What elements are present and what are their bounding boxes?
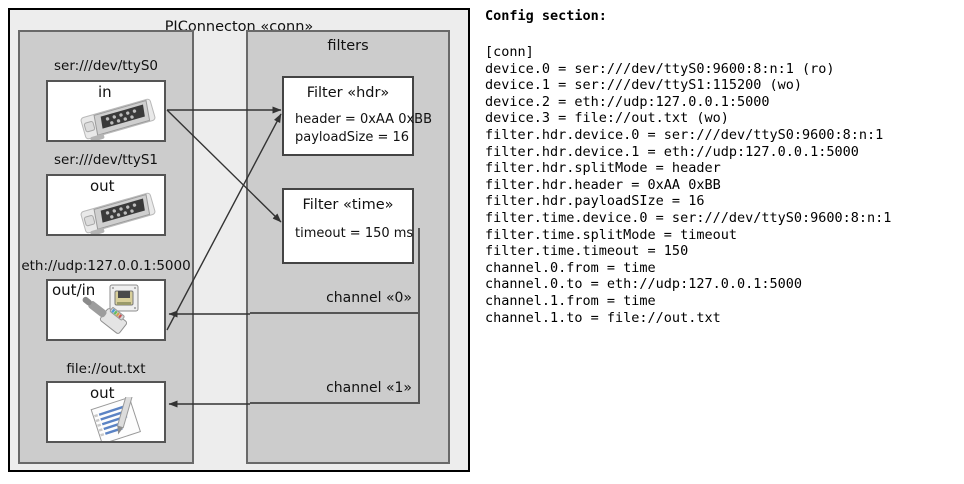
config-line: filter.time.timeout = 150 [485,243,689,260]
filter-hdr-prop-payloadsize: payloadSize = 16 [295,130,410,145]
config-line: filter.hdr.splitMode = header [485,160,721,177]
device-caption-out-serial: out [90,177,115,195]
config-line: filter.hdr.device.0 = ser:///dev/ttyS0:9… [485,126,884,143]
channel-0-label: channel «0» [326,290,412,306]
channel-0-bracket [250,228,420,314]
filter-hdr-title: Filter «hdr» [306,85,390,101]
config-line: device.0 = ser:///dev/ttyS0:9600:8:n:1 (… [485,60,835,77]
filters-panel-title: filters [327,38,369,54]
device-caption-in: in [98,83,112,101]
config-line: filter.time.device.0 = ser:///dev/ttyS0:… [485,209,892,226]
filter-hdr-prop-header: header = 0xAA 0xBB [295,112,433,127]
config-line: device.1 = ser:///dev/ttyS1:115200 (wo) [485,77,802,94]
device-card-ttys0[interactable]: in [46,80,166,142]
config-line: channel.1.to = file://out.txt [485,309,721,326]
config-pane: Config section: [conn]device.0 = ser:///… [483,0,961,484]
config-line: channel.0.from = time [485,259,656,276]
config-line: device.2 = eth://udp:127.0.0.1:5000 [485,93,770,110]
document-pen-icon [90,397,142,441]
serial-port-icon [80,192,156,234]
config-line: filter.hdr.header = 0xAA 0xBB [485,176,721,193]
device-card-ttys1[interactable]: out [46,174,166,236]
device-label-ttys0: ser:///dev/ttyS0 [54,58,158,74]
config-line: filter.hdr.payloadSIze = 16 [485,193,705,210]
filter-card-time[interactable]: Filter «time» timeout = 150 ms [282,188,414,264]
config-line: device.3 = file://out.txt (wo) [485,110,729,127]
device-label-file: file://out.txt [66,361,146,377]
config-line: filter.hdr.device.1 = eth://udp:127.0.0.… [485,143,859,160]
filter-time-title: Filter «time» [302,197,394,213]
config-line: [conn] [485,44,534,60]
filter-card-hdr[interactable]: Filter «hdr» header = 0xAA 0xBB payloadS… [282,76,432,156]
config-heading: Config section: [485,8,607,24]
device-card-file[interactable]: out [46,381,166,443]
config-line: channel.0.to = eth://udp:127.0.0.1:5000 [485,276,802,293]
serial-port-icon [80,98,156,140]
channel-1-label: channel «1» [326,380,412,396]
channel-1-bracket [250,314,420,404]
device-card-eth[interactable]: out/in [46,279,166,341]
device-caption-out-file: out [90,384,115,402]
device-label-ttys1: ser:///dev/ttyS1 [54,152,158,168]
network-plug-icon [82,284,139,334]
config-line: filter.time.splitMode = timeout [485,226,737,243]
config-lines: [conn]device.0 = ser:///dev/ttyS0:9600:8… [485,44,891,326]
device-caption-outin: out/in [52,281,96,299]
config-line: channel.1.from = time [485,292,656,309]
filter-time-prop-timeout: timeout = 150 ms [295,226,414,241]
device-label-eth: eth://udp:127.0.0.1:5000 [21,258,191,274]
